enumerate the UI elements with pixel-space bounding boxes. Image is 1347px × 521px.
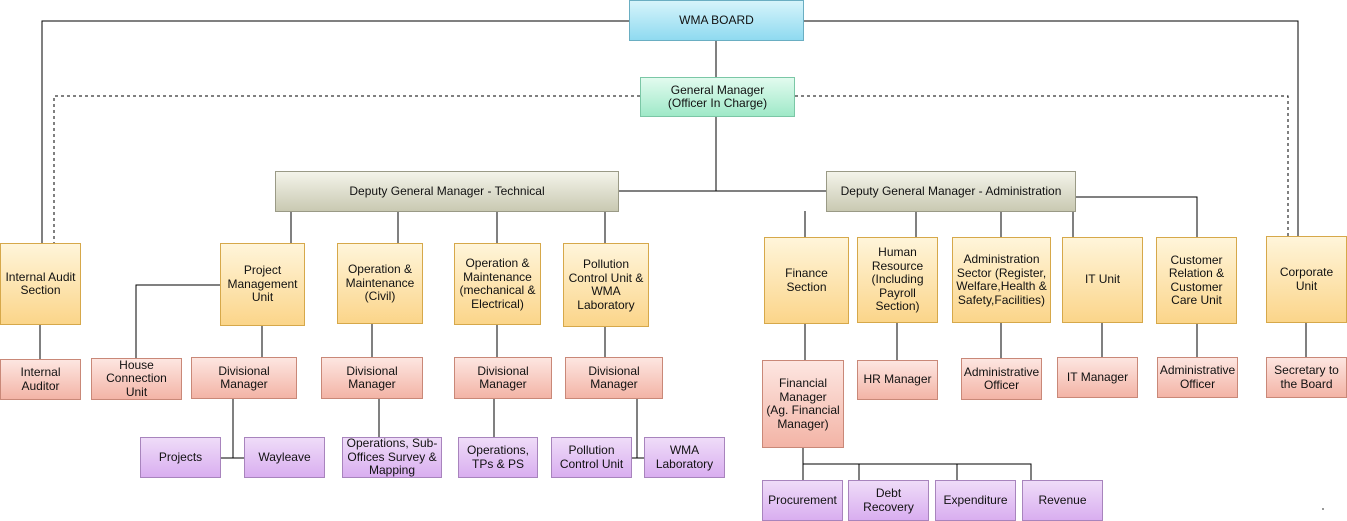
pmu-divisional-manager-box: Divisional Manager: [191, 357, 297, 399]
gm-to-corporate-dashed-line: [795, 95, 1289, 236]
customer-relation-box: Customer Relation & Customer Care Unit: [1156, 237, 1237, 324]
dgm-technical-box: Deputy General Manager - Technical: [275, 171, 619, 212]
operations-tps-box: Operations, TPs & PS: [458, 437, 538, 478]
it-unit-box: IT Unit: [1062, 237, 1143, 323]
board-to-internal-audit-line: [41, 20, 629, 243]
mech-divisional-manager-box: Divisional Manager: [454, 357, 552, 399]
operations-sub-offices-box: Operations, Sub- Offices Survey & Mappin…: [342, 437, 442, 478]
internal-auditor-box: Internal Auditor: [0, 359, 81, 400]
hr-manager-box: HR Manager: [857, 360, 938, 400]
wayleave-box: Wayleave: [244, 437, 325, 478]
om-civil-box: Operation & Maintenance (Civil): [337, 243, 423, 324]
dgm-administration-box: Deputy General Manager - Administration: [826, 171, 1076, 212]
pcu-divisional-manager-box: Divisional Manager: [565, 357, 663, 399]
expenditure-box: Expenditure: [935, 480, 1016, 521]
internal-audit-section-box: Internal Audit Section: [0, 243, 81, 325]
finance-section-box: Finance Section: [764, 237, 849, 324]
house-connection-unit-box: House Connection Unit: [91, 358, 182, 400]
procurement-box: Procurement: [762, 480, 843, 521]
projects-box: Projects: [140, 437, 221, 478]
general-manager-box: General Manager (Officer In Charge): [640, 77, 795, 117]
corporate-unit-box: Corporate Unit: [1266, 236, 1347, 323]
wma-board-box: WMA BOARD: [629, 0, 804, 41]
human-resource-box: Human Resource (Including Payroll Sectio…: [857, 237, 938, 323]
project-management-unit-box: Project Management Unit: [220, 243, 305, 326]
administrative-officer-1-box: Administrative Officer: [961, 358, 1042, 400]
pollution-control-unit-box: Pollution Control Unit: [551, 437, 632, 478]
secretary-to-board-box: Secretary to the Board: [1266, 357, 1347, 398]
revenue-box: Revenue: [1022, 480, 1103, 521]
board-to-corporate-line: [804, 20, 1299, 236]
administration-sector-box: Administration Sector (Register, Welfare…: [952, 237, 1051, 323]
stray-dot: [1322, 508, 1324, 510]
debt-recovery-box: Debt Recovery: [848, 480, 929, 521]
gm-to-internal-audit-dashed-line: [53, 95, 640, 243]
pollution-control-lab-box: Pollution Control Unit & WMA Laboratory: [563, 243, 649, 327]
wma-laboratory-box: WMA Laboratory: [644, 437, 725, 478]
om-mechanical-electrical-box: Operation & Maintenance (mechanical & El…: [454, 243, 541, 325]
financial-manager-box: Financial Manager (Ag. Financial Manager…: [762, 360, 844, 448]
it-manager-box: IT Manager: [1057, 357, 1138, 398]
administrative-officer-2-box: Administrative Officer: [1157, 357, 1238, 398]
gm-to-deputies-line: [618, 116, 826, 192]
civil-divisional-manager-box: Divisional Manager: [321, 357, 423, 399]
